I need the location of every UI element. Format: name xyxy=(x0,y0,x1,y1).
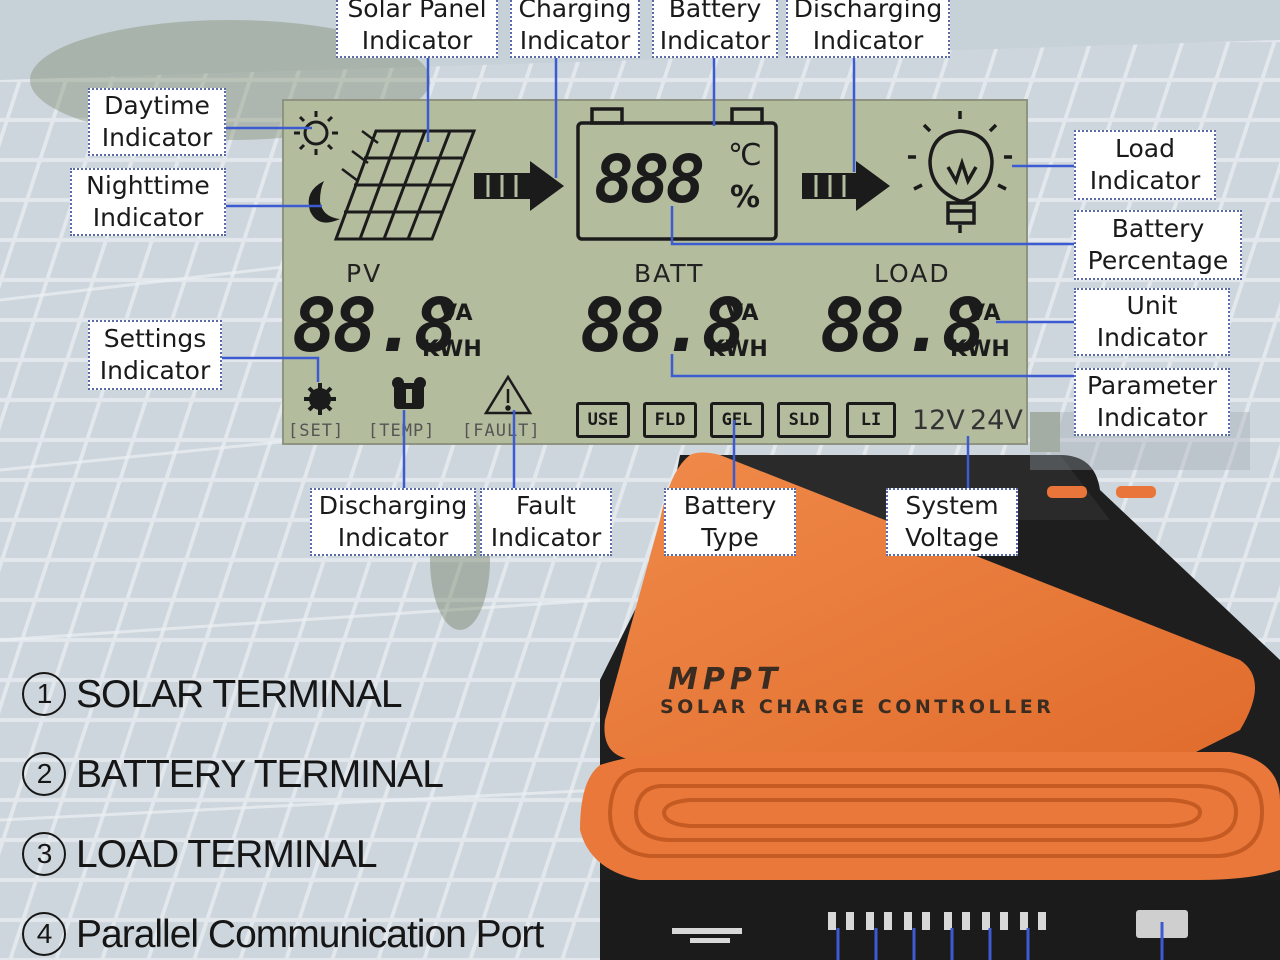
moon-icon xyxy=(308,181,340,223)
callout-solar-panel-indicator: Solar Panel Indicator xyxy=(336,0,498,58)
device-brand: MPPT xyxy=(668,662,783,697)
celsius-symbol: ℃ xyxy=(728,138,762,173)
terminal-number: 2 xyxy=(22,752,66,796)
load-unit-kwh: KWH xyxy=(950,337,1010,362)
load-unit-va: VA xyxy=(968,301,1001,326)
pv-label: PV xyxy=(346,259,383,288)
charging-arrow-icon xyxy=(474,161,564,211)
battery-center-digits: 888 xyxy=(594,141,705,218)
callout-fault-indicator: Fault Indicator xyxy=(480,488,612,556)
device-subtitle: SOLAR CHARGE CONTROLLER xyxy=(660,696,1055,718)
voltage-24v: 24V xyxy=(970,405,1023,436)
percent-symbol: % xyxy=(730,180,761,215)
callout-nighttime-indicator: Nighttime Indicator xyxy=(70,168,226,236)
temperature-icon xyxy=(392,377,426,409)
callout-battery-percentage: Battery Percentage xyxy=(1074,210,1242,280)
callout-battery-indicator: Battery Indicator xyxy=(652,0,778,58)
discharging-arrow-icon xyxy=(802,161,890,211)
battery-type-sld: SLD xyxy=(777,402,831,438)
callout-load-indicator: Load Indicator xyxy=(1074,130,1216,200)
sun-icon xyxy=(294,111,338,155)
callout-settings-indicator: Settings Indicator xyxy=(88,320,222,390)
callout-charging-indicator: Charging Indicator xyxy=(510,0,640,58)
warning-triangle-icon xyxy=(483,374,533,415)
solar-panel-icon xyxy=(333,129,477,241)
callout-discharging-indicator-top: Discharging Indicator xyxy=(786,0,950,58)
batt-unit-va: VA xyxy=(726,301,759,326)
set-label: [SET] xyxy=(288,421,345,441)
pv-unit-kwh: KWH xyxy=(422,337,482,362)
terminal-label: BATTERY TERMINAL xyxy=(76,753,444,796)
battery-type-use: USE xyxy=(576,402,630,438)
callout-unit-indicator: Unit Indicator xyxy=(1074,288,1230,356)
pv-unit-va: VA xyxy=(440,301,473,326)
callout-daytime-indicator: Daytime Indicator xyxy=(88,88,226,156)
callout-system-voltage: System Voltage xyxy=(886,488,1018,556)
terminal-label: LOAD TERMINAL xyxy=(76,833,378,876)
battery-type-gel: GEL xyxy=(710,402,764,438)
voltage-12v: 12V xyxy=(912,405,965,436)
controller-device xyxy=(580,412,1280,960)
lcd-display: 888 ℃ % PV BATT LOAD 88.8 VA KWH 88.8 VA… xyxy=(282,99,1028,445)
load-label: LOAD xyxy=(874,259,951,288)
lcd-graphics xyxy=(294,107,1012,415)
terminal-number: 4 xyxy=(22,912,66,956)
terminal-number: 3 xyxy=(22,832,66,876)
light-bulb-icon xyxy=(908,111,1012,233)
temp-label: [TEMP] xyxy=(368,421,436,441)
batt-unit-kwh: KWH xyxy=(708,337,768,362)
pv-digits: 88.8 xyxy=(292,283,458,369)
terminal-label: Parallel Communication Port xyxy=(76,913,544,956)
battery-type-fld: FLD xyxy=(643,402,697,438)
terminal-number: 1 xyxy=(22,672,66,716)
gear-icon xyxy=(304,383,336,415)
fault-label: [FAULT] xyxy=(462,421,541,441)
battery-type-li: LI xyxy=(846,402,896,438)
callout-battery-type: Battery Type xyxy=(664,488,796,556)
batt-label: BATT xyxy=(634,259,705,288)
callout-parameter-indicator: Parameter Indicator xyxy=(1074,368,1230,436)
callout-discharging-indicator-bottom: Discharging Indicator xyxy=(310,488,476,556)
terminal-label: SOLAR TERMINAL xyxy=(76,673,403,716)
